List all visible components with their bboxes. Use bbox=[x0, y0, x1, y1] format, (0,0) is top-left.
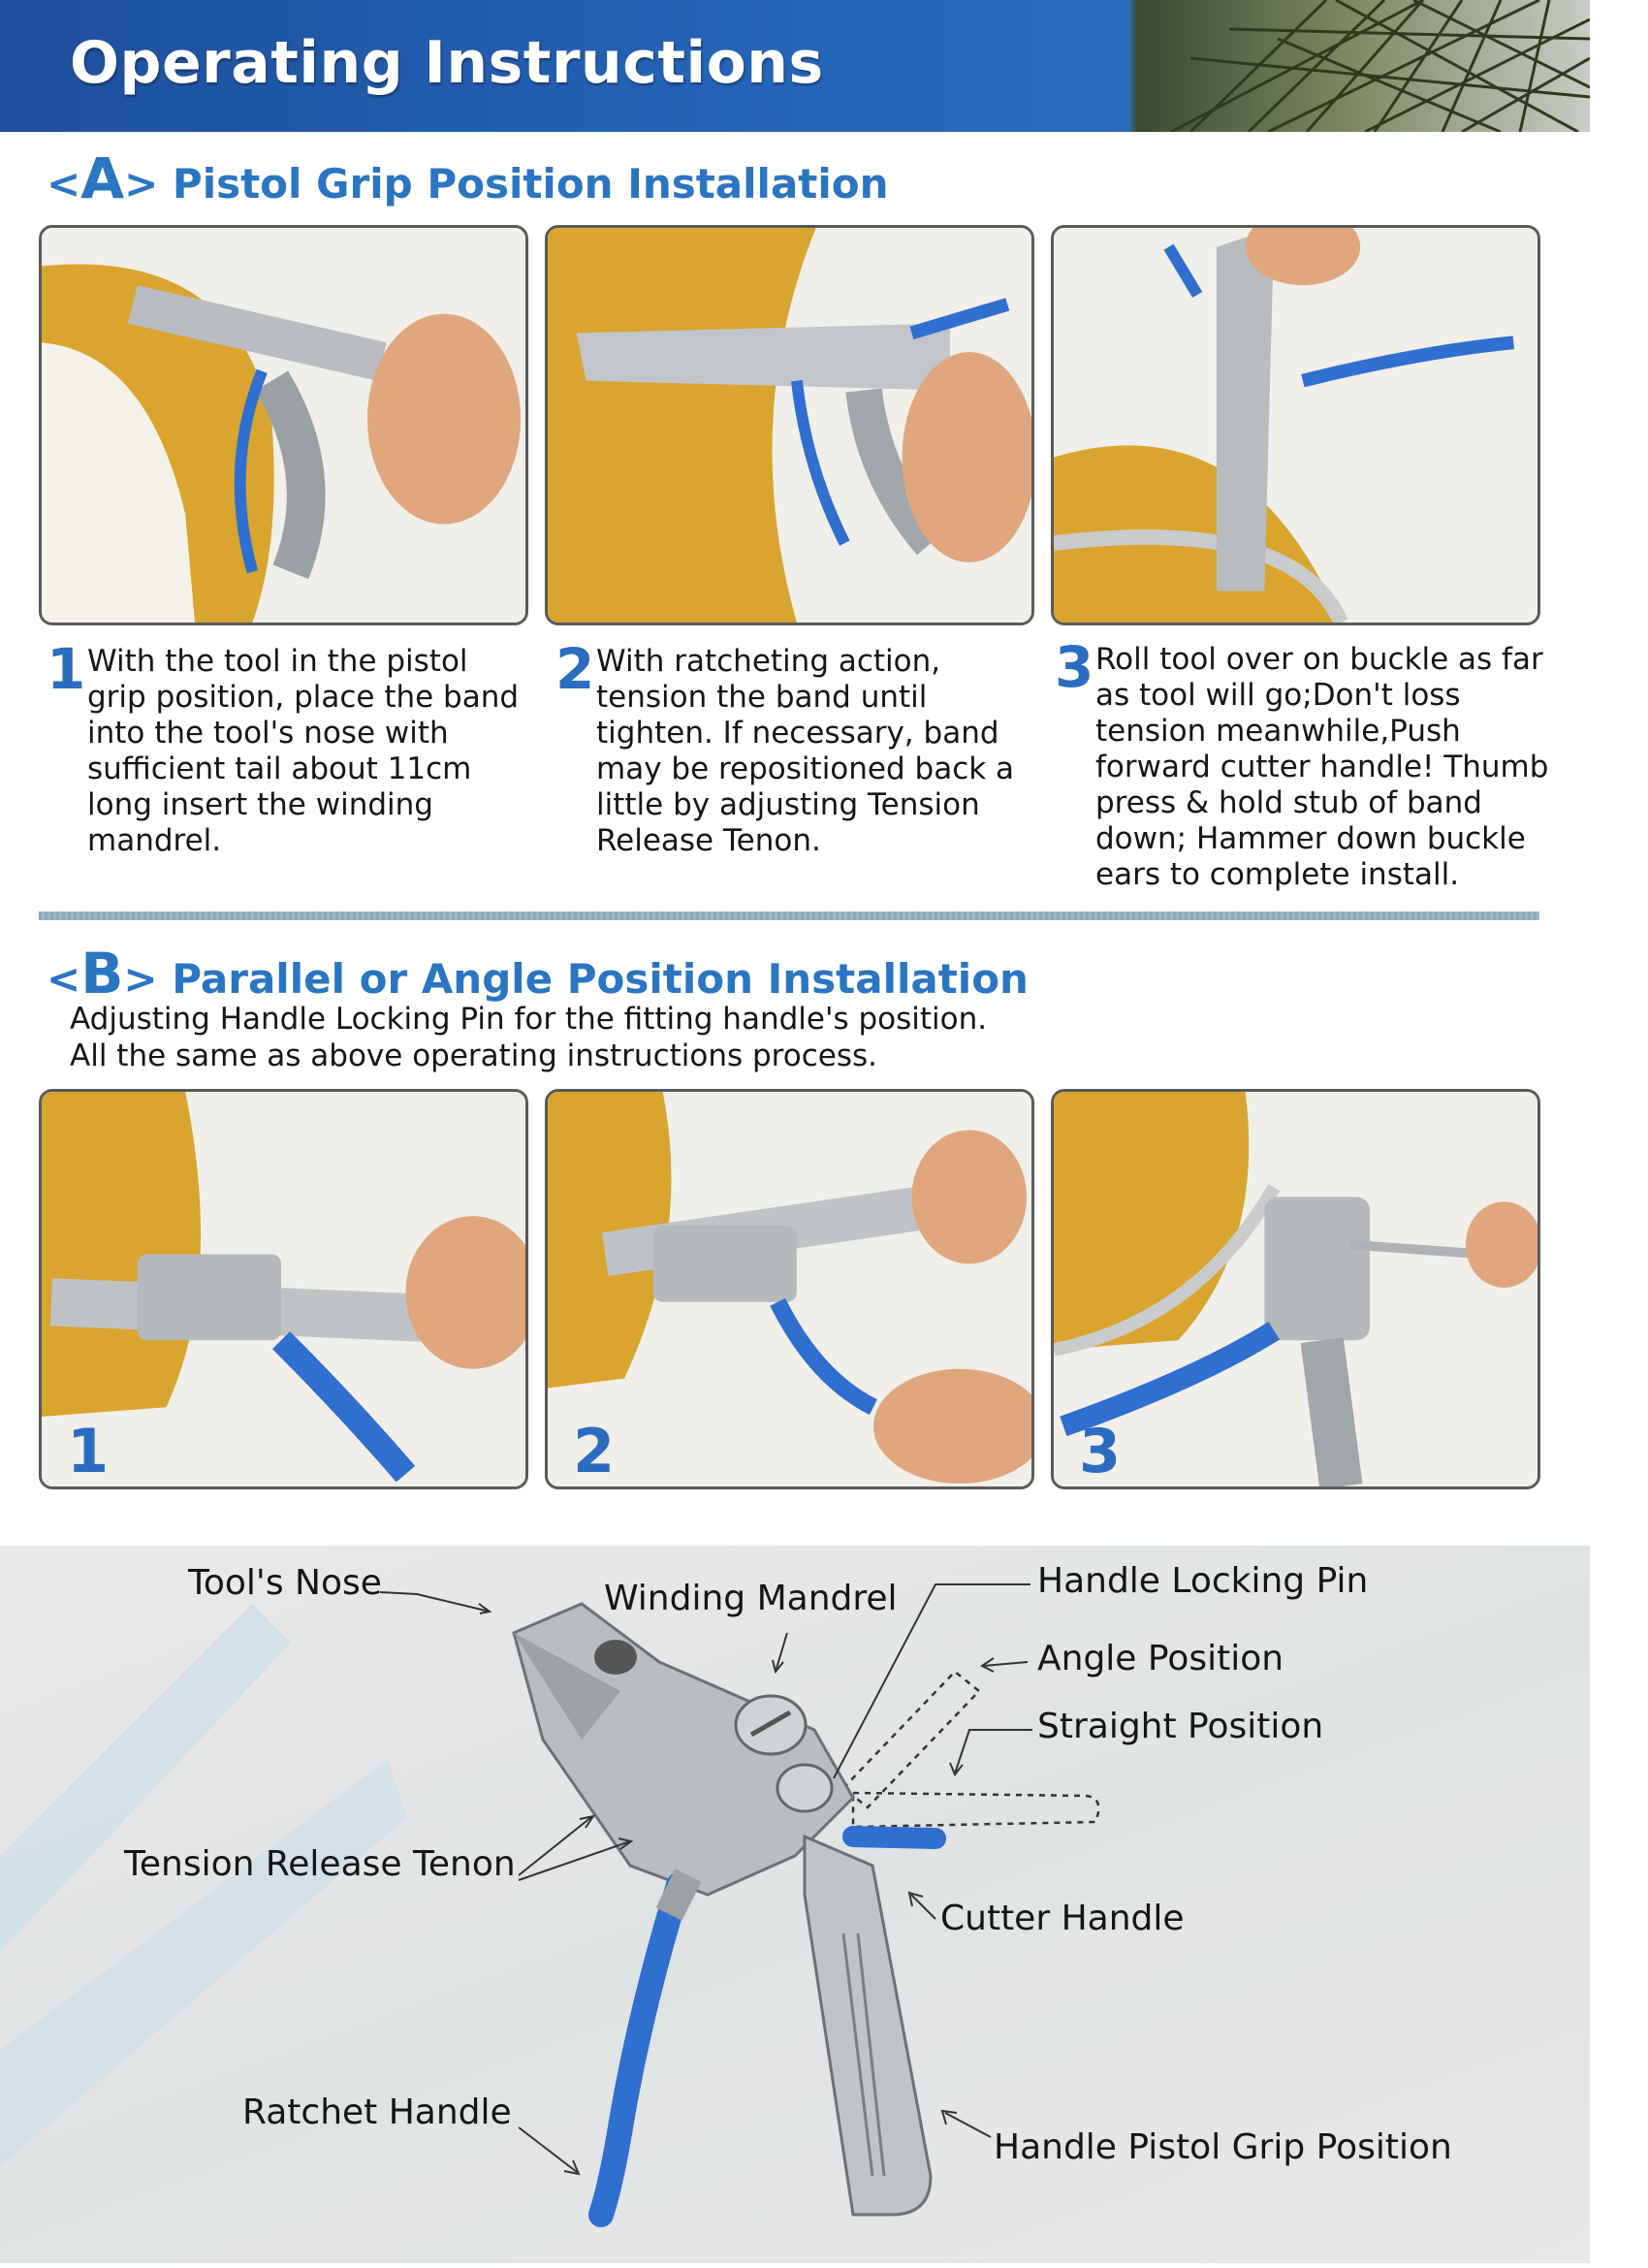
step-text: Roll tool over on buckle as far as tool … bbox=[1095, 642, 1549, 892]
step-2-photo bbox=[545, 225, 1034, 625]
dashed-angle-handle bbox=[841, 1670, 1100, 1829]
step-2: 2 With ratcheting action, tension the ba… bbox=[555, 640, 1042, 859]
step-1: 1 With the tool in the pistol grip posit… bbox=[47, 640, 533, 859]
tool-parts-diagram: Tool's Nose Winding Mandrel Handle Locki… bbox=[0, 1546, 1590, 2263]
parallel-photo-2: 2 bbox=[545, 1089, 1034, 1489]
photo-number: 2 bbox=[573, 1416, 616, 1486]
photo-number: 1 bbox=[67, 1416, 110, 1486]
step-3-photo bbox=[1051, 225, 1540, 625]
step-text: With ratcheting action, tension the band… bbox=[596, 644, 1015, 858]
section-a-heading: <A> Pistol Grip Position Installation bbox=[47, 145, 889, 211]
step-number: 2 bbox=[555, 636, 595, 702]
section-divider bbox=[39, 911, 1539, 920]
label-handle-pistol-grip-position: Handle Pistol Grip Position bbox=[994, 2127, 1452, 2167]
tower-image bbox=[1170, 0, 1590, 132]
label-cutter-handle: Cutter Handle bbox=[940, 1899, 1185, 1938]
label-handle-locking-pin: Handle Locking Pin bbox=[1037, 1561, 1369, 1601]
step-number: 1 bbox=[47, 636, 86, 702]
section-b-marker: B bbox=[80, 941, 124, 1006]
section-a-marker: A bbox=[80, 145, 125, 211]
step-number: 3 bbox=[1055, 634, 1094, 700]
label-winding-mandrel: Winding Mandrel bbox=[604, 1579, 898, 1618]
section-b-intro-line-2: All the same as above operating instruct… bbox=[70, 1038, 877, 1073]
step-text: With the tool in the pistol grip positio… bbox=[87, 644, 520, 858]
label-angle-position: Angle Position bbox=[1037, 1639, 1284, 1678]
label-ratchet-handle: Ratchet Handle bbox=[242, 2092, 512, 2132]
header-banner bbox=[0, 0, 1590, 132]
tool-illustration bbox=[0, 1583, 1100, 2227]
section-b-heading: <B> Parallel or Angle Position Installat… bbox=[47, 941, 1029, 1006]
label-straight-position: Straight Position bbox=[1037, 1707, 1324, 1746]
page-title: Operating Instructions bbox=[70, 29, 824, 97]
label-tools-nose: Tool's Nose bbox=[188, 1563, 382, 1603]
label-tension-release-tenon: Tension Release Tenon bbox=[124, 1844, 516, 1884]
section-b-title: Parallel or Angle Position Installation bbox=[172, 955, 1029, 1003]
section-b-intro-line-1: Adjusting Handle Locking Pin for the fit… bbox=[70, 1002, 988, 1037]
leader-lines bbox=[379, 1583, 1032, 2176]
step-1-photo bbox=[39, 225, 528, 625]
parallel-photo-3: 3 bbox=[1051, 1089, 1540, 1489]
step-3: 3 Roll tool over on buckle as far as too… bbox=[1055, 638, 1551, 893]
parallel-photo-1: 1 bbox=[39, 1089, 528, 1489]
photo-number: 3 bbox=[1079, 1416, 1122, 1486]
section-a-title: Pistol Grip Position Installation bbox=[172, 160, 889, 208]
